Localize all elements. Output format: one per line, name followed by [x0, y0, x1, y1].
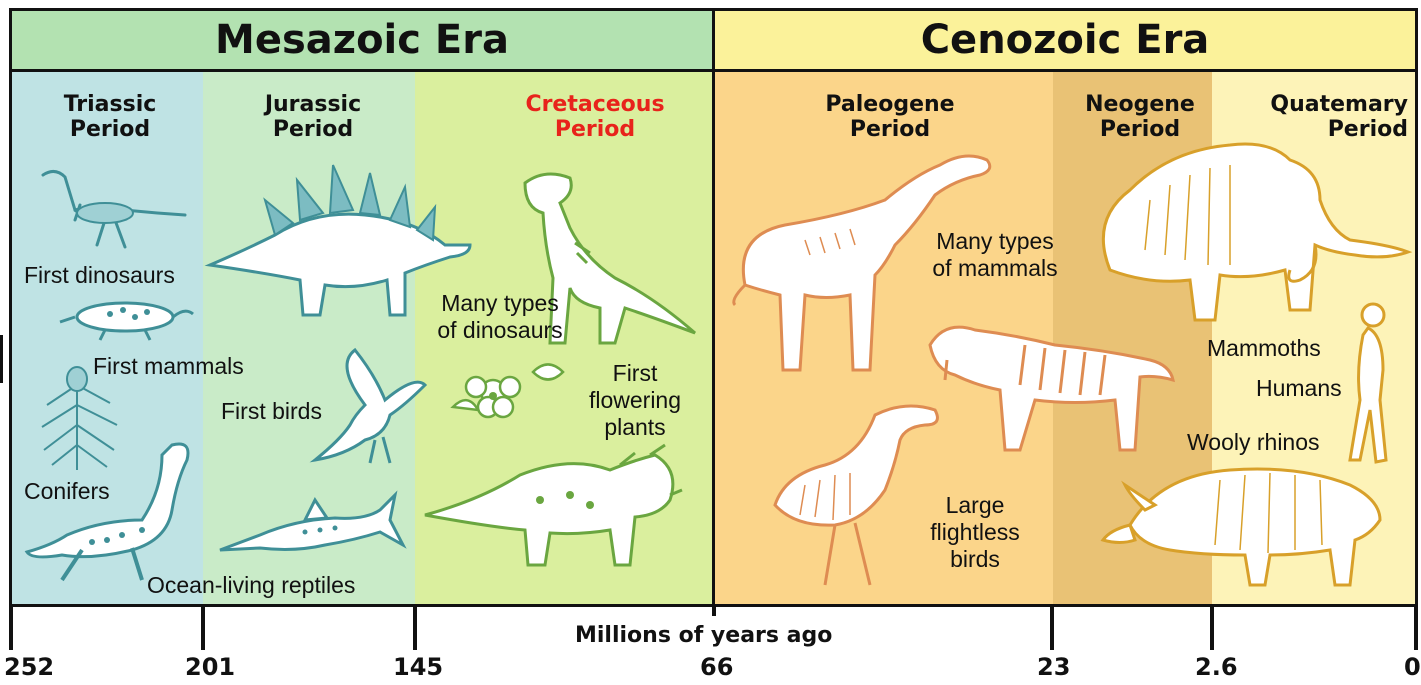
left-border: [9, 8, 12, 608]
left-edge-mark: [0, 335, 3, 383]
first-birds-label: First birds: [221, 398, 322, 425]
axis-title: Millions of years ago: [575, 623, 832, 648]
wooly-rhino-illustration: [1100, 455, 1385, 590]
terror-bird-illustration: [765, 395, 945, 590]
early-mammal-illustration: [55, 292, 195, 342]
cenozoic-era-title: Cenozoic Era: [921, 17, 1210, 63]
tick-252: [9, 604, 13, 650]
tick-201: [201, 604, 205, 650]
first-mammals-label: First mammals: [93, 353, 244, 380]
tick-label-0: 0: [1404, 653, 1421, 681]
first-dinosaurs-label: First dinosaurs: [24, 262, 175, 289]
plesiosaur-illustration: [22, 430, 197, 590]
tick-0: [1414, 604, 1418, 650]
archaeopteryx-illustration: [305, 345, 430, 465]
conifers-label: Conifers: [24, 478, 110, 505]
tick-label-252: 252: [4, 653, 54, 681]
early-human-illustration: [1338, 300, 1398, 468]
humans-label: Humans: [1256, 375, 1342, 402]
wooly-rhinos-label: Wooly rhinos: [1187, 429, 1320, 456]
mammoths-label: Mammoths: [1207, 335, 1321, 362]
early-dinosaur-illustration: [35, 165, 190, 250]
mesozoic-era-header: Mesazoic Era: [9, 8, 715, 72]
ichthyosaur-illustration: [215, 490, 405, 565]
tick-2-6: [1210, 604, 1214, 650]
right-border: [1415, 8, 1418, 608]
cenozoic-era-header: Cenozoic Era: [712, 8, 1418, 72]
flowering-plant-illustration: [448, 352, 573, 422]
era-divider: [712, 8, 715, 608]
triceratops-illustration: [420, 445, 682, 570]
tick-23: [1050, 604, 1054, 650]
mesozoic-era-title: Mesazoic Era: [215, 17, 509, 63]
tick-label-23: 23: [1037, 653, 1070, 681]
tick-label-201: 201: [185, 653, 235, 681]
tick-label-2-6: 2.6: [1195, 653, 1238, 681]
saber-tooth-cat-illustration: [925, 315, 1175, 455]
ocean-living-reptiles-label: Ocean-living reptiles: [147, 572, 355, 599]
tick-66: [712, 604, 716, 616]
tick-145: [413, 604, 417, 650]
tick-label-145: 145: [393, 653, 443, 681]
tick-label-66: 66: [700, 653, 733, 681]
